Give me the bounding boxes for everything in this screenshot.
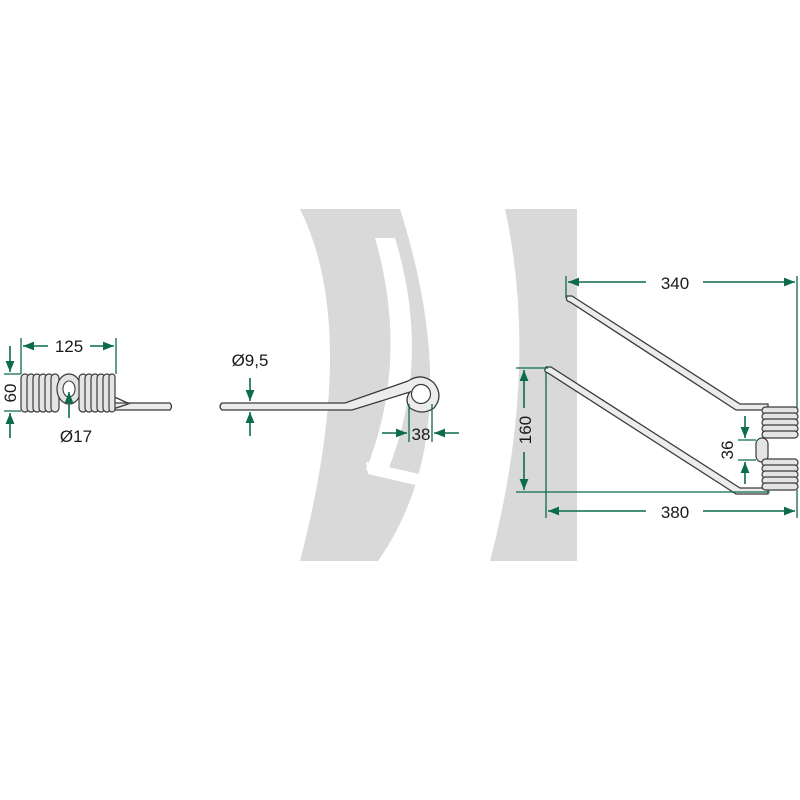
watermark-logo	[224, 209, 577, 561]
coil-spacing-label: 36	[718, 441, 737, 460]
eye-width-label: 38	[412, 425, 431, 444]
coil-height-label: 60	[1, 384, 20, 403]
upper-arm-length-label: 340	[661, 274, 689, 293]
overall-height-label: 160	[516, 416, 535, 444]
dimension-wire-diameter: Ø9,5	[232, 351, 269, 436]
dimension-coil-spacing: 36	[718, 416, 756, 484]
tine-side-view	[544, 295, 799, 495]
overall-length-label: 380	[661, 503, 689, 522]
upper-coil-stack	[761, 406, 799, 439]
wire-diameter-label: Ø9,5	[232, 351, 269, 370]
dimension-coil-height: 60	[1, 346, 21, 438]
coil-bore-label: Ø17	[60, 427, 92, 446]
dimension-coil-bore: Ø17	[60, 392, 92, 446]
lower-coil-stack	[761, 458, 799, 491]
dimension-overall-length: 380	[545, 372, 798, 522]
dimension-eye-width: 38	[382, 404, 459, 444]
dimension-overall-height: 160	[516, 367, 770, 493]
left-coil-pack	[20, 373, 60, 413]
dimension-coil-width: 125	[20, 337, 117, 374]
coil-side-view	[20, 373, 173, 413]
right-coil-pack	[78, 373, 116, 413]
coil-width-label: 125	[55, 337, 83, 356]
dimension-upper-arm-length: 340	[565, 274, 798, 408]
wire-top-view	[219, 376, 440, 413]
